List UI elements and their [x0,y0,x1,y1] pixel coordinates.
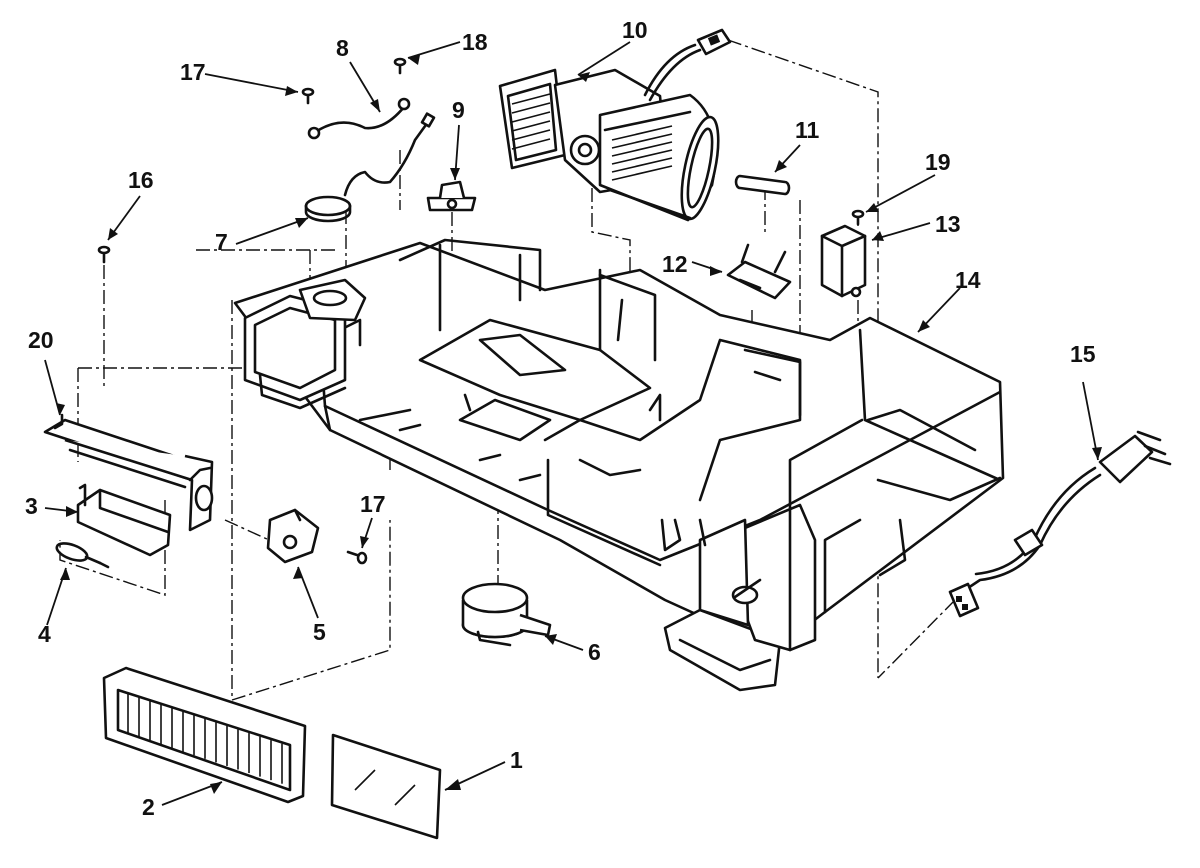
part-lower-bracket [76,483,172,557]
callout-13: 13 [935,211,961,237]
callout-16: 16 [128,167,154,193]
callout-9: 9 [452,97,465,123]
part-glass-panel [330,733,442,840]
part-grille [102,666,307,804]
callout-17-top: 17 [180,59,206,85]
part-thermostat [304,112,436,223]
part-lamp [55,542,110,569]
slat [511,120,551,132]
part-fuse-holder [726,243,792,300]
part-timer [461,582,552,647]
callout-11: 11 [795,117,820,143]
screws-top [97,57,865,264]
callout-7: 7 [215,229,228,255]
part-lamp-socket [266,508,320,564]
part-fan-assembly [498,28,732,222]
part-fuse [734,174,791,196]
part-upper-bracket [43,413,214,532]
callout-1: 1 [510,747,523,773]
slat [611,165,673,181]
part-power-cord [948,430,1172,618]
callout-15: 15 [1070,341,1096,367]
callout-3: 3 [25,493,38,519]
callout-2: 2 [142,794,155,820]
arrowheads [56,55,1102,794]
part-defrost-thermostat [426,180,477,212]
part-relay [820,224,867,298]
slat [611,125,673,141]
callout-17-lower: 17 [360,491,386,517]
callout-4: 4 [38,621,51,647]
callout-5: 5 [313,619,326,645]
screw-lower [346,550,368,565]
callout-labels: 1 2 3 4 5 6 7 8 9 10 11 12 13 14 15 16 1… [25,17,1096,820]
slat [611,149,673,165]
callout-14: 14 [955,267,981,293]
callout-19: 19 [925,149,951,175]
left-duct [243,278,367,410]
callout-6: 6 [588,639,601,665]
slat [511,138,551,150]
slat [611,157,673,173]
callout-8: 8 [336,35,349,61]
callout-10: 10 [622,17,648,43]
slat [611,133,673,149]
callout-20: 20 [28,327,54,353]
front-chute [660,503,817,692]
slat [511,102,551,114]
slat [511,111,551,123]
callout-18: 18 [462,29,488,55]
slat [511,93,551,105]
part-harness [307,97,411,140]
slat [511,129,551,141]
callout-12: 12 [662,251,688,277]
slat [611,141,673,157]
